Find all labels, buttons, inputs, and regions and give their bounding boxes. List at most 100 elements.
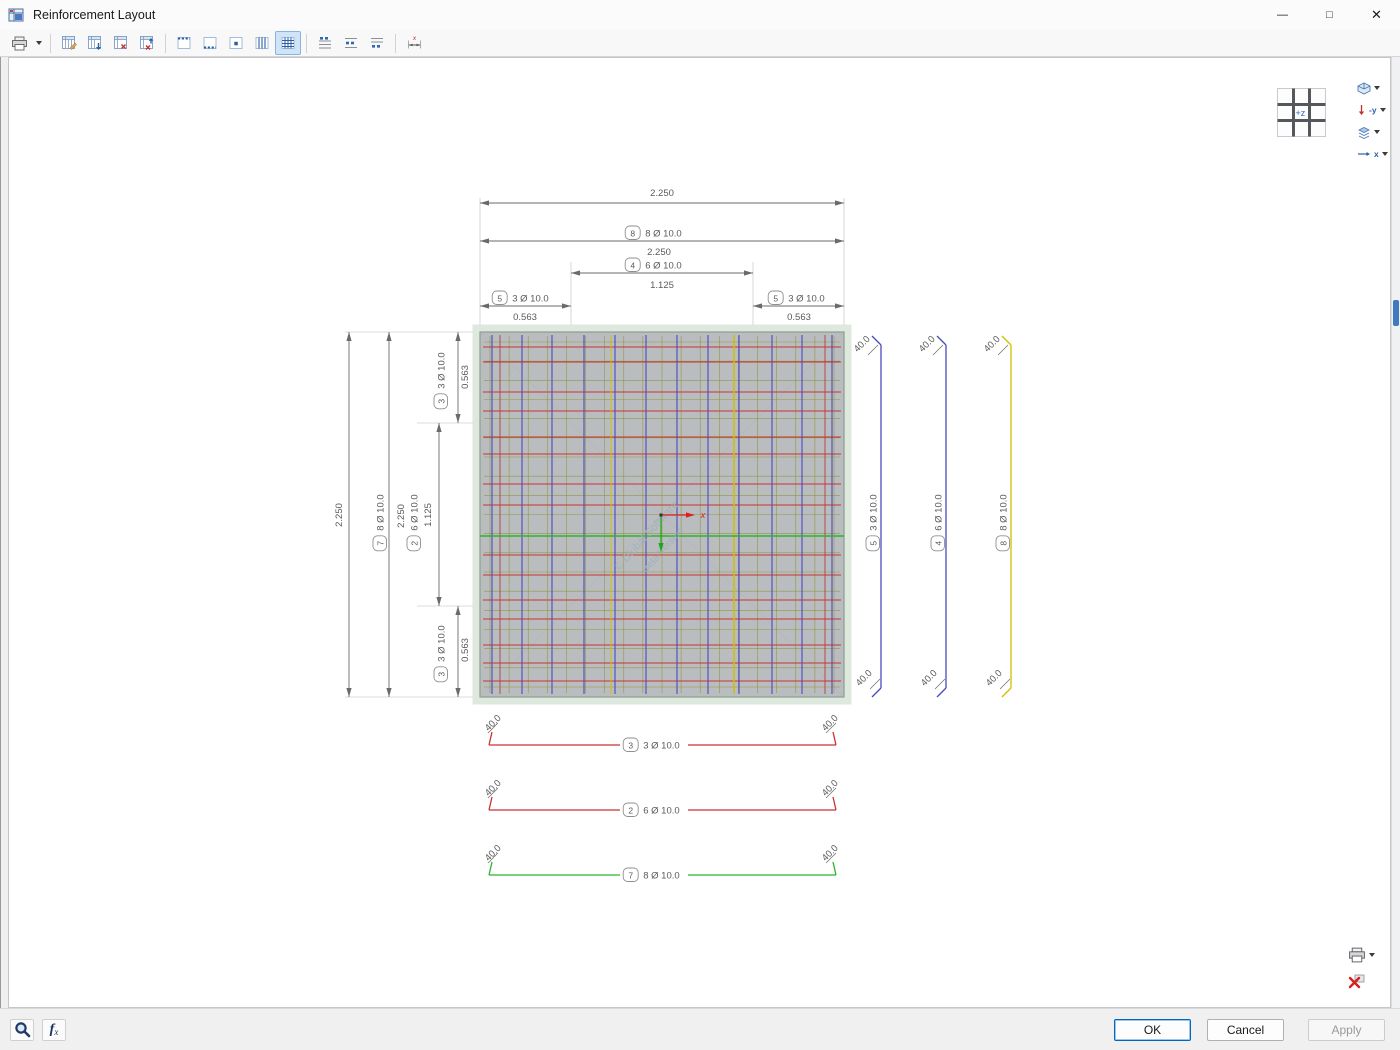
axes-display-button[interactable]: x (1355, 146, 1395, 162)
edit-reinforcement-button[interactable] (56, 31, 82, 55)
delete-dimension-button[interactable] (134, 31, 160, 55)
bar-group-label: 4 6 Ø 10.0 (930, 494, 945, 552)
printer-icon (11, 36, 27, 50)
svg-text:3: 3 (628, 740, 633, 750)
view-toolbar: -y x (1355, 80, 1395, 162)
svg-text:8 Ø 10.0: 8 Ø 10.0 (645, 228, 681, 239)
svg-text:40.0: 40.0 (820, 778, 841, 799)
svg-text:3 Ø 10.0: 3 Ø 10.0 (788, 293, 824, 304)
copy-reinforcement-button[interactable] (82, 31, 108, 55)
svg-text:2.250: 2.250 (650, 188, 674, 199)
svg-text:5: 5 (773, 293, 778, 303)
bar-group-label: 2 6 Ø 10.0 (406, 494, 421, 552)
bar-group-label: 7 8 Ø 10.0 (622, 867, 680, 882)
visibility-layers-button[interactable] (1355, 124, 1395, 140)
print-button[interactable] (6, 31, 32, 55)
toolbar-separator (165, 33, 166, 53)
svg-text:40.0: 40.0 (854, 668, 875, 689)
svg-text:x: x (411, 35, 416, 42)
svg-text:8 Ø 10.0: 8 Ø 10.0 (643, 870, 679, 881)
cancel-button[interactable]: Cancel (1207, 1018, 1284, 1041)
svg-text:8 Ø 10.0: 8 Ø 10.0 (375, 494, 386, 530)
svg-text:0.563: 0.563 (460, 365, 471, 389)
window-controls: — □ ✕ (1259, 0, 1400, 30)
svg-text:6 Ø 10.0: 6 Ø 10.0 (409, 494, 420, 530)
dropdown-caret-icon (1369, 953, 1375, 957)
svg-text:7: 7 (628, 870, 633, 880)
svg-text:3 Ø 10.0: 3 Ø 10.0 (436, 352, 447, 388)
view-cube[interactable]: +z (1277, 88, 1326, 137)
svg-text:6 Ø 10.0: 6 Ø 10.0 (933, 494, 944, 530)
minimize-button[interactable]: — (1259, 0, 1306, 30)
formula-f-glyph: f (49, 1021, 55, 1037)
view-cube-z-label: +z (1296, 108, 1306, 118)
insert-dimension-button[interactable] (108, 31, 134, 55)
bar-group-label: 5 3 Ø 10.0 (767, 290, 825, 305)
dimension-offset-button[interactable]: x (401, 31, 427, 55)
dropdown-caret-icon (35, 41, 42, 45)
svg-text:1.125: 1.125 (650, 280, 674, 291)
svg-text:3 Ø 10.0: 3 Ø 10.0 (868, 494, 879, 530)
ok-button[interactable]: OK (1114, 1018, 1191, 1041)
apply-button[interactable]: Apply (1308, 1018, 1385, 1041)
display-top-layer-button[interactable] (171, 31, 197, 55)
right-edge-strip (1391, 57, 1400, 1008)
svg-text:40.0: 40.0 (984, 668, 1005, 689)
svg-text:4: 4 (933, 541, 943, 546)
bar-group-label: 33 Ø 10.0 (433, 625, 448, 683)
maximize-button[interactable]: □ (1306, 0, 1353, 30)
top-layer-icon (177, 37, 191, 49)
svg-text:2: 2 (409, 541, 419, 546)
copy-table-icon (88, 36, 102, 50)
canvas-print-controls (1347, 946, 1376, 990)
dimension-offset-icon: x (407, 35, 421, 49)
collapsed-panel-tab[interactable] (1392, 300, 1399, 326)
view-direction-button[interactable]: -y (1355, 102, 1395, 118)
print-options-dropdown[interactable] (32, 31, 45, 55)
svg-text:8: 8 (998, 541, 1008, 546)
toolbar-separator (50, 33, 51, 53)
dim-style-staggered-button[interactable] (364, 31, 390, 55)
svg-text:3 Ø 10.0: 3 Ø 10.0 (512, 293, 548, 304)
print-graphic-button[interactable] (1347, 946, 1376, 964)
dim-style-aligned-button[interactable] (312, 31, 338, 55)
svg-text:40.0: 40.0 (852, 334, 873, 355)
dim-align-middle-icon (345, 38, 357, 48)
svg-text:2: 2 (628, 805, 633, 815)
svg-text:6 Ø 10.0: 6 Ø 10.0 (645, 260, 681, 271)
axes: x (658, 510, 706, 552)
magnifier-button[interactable] (10, 1018, 34, 1041)
svg-text:40.0: 40.0 (919, 668, 940, 689)
remove-print-layout-button[interactable] (1347, 972, 1366, 990)
display-bottom-layer-button[interactable] (197, 31, 223, 55)
svg-text:2.250: 2.250 (647, 247, 671, 258)
dropdown-caret-icon (1374, 86, 1380, 90)
svg-text:40.0: 40.0 (917, 334, 938, 355)
isometric-view-button[interactable] (1355, 80, 1395, 96)
display-single-position-button[interactable] (223, 31, 249, 55)
svg-text:5: 5 (497, 293, 502, 303)
printer-icon (1349, 947, 1365, 963)
svg-text:3 Ø 10.0: 3 Ø 10.0 (643, 740, 679, 751)
svg-text:40.0: 40.0 (483, 713, 504, 734)
bar-group-label: 88 Ø 10.0 (995, 494, 1010, 552)
display-grid-button[interactable] (275, 31, 301, 55)
edit-table-icon (62, 36, 77, 50)
dim-align-top-icon (319, 37, 331, 49)
isometric-cube-icon (1357, 81, 1371, 95)
dim-style-center-button[interactable] (338, 31, 364, 55)
grid-icon (281, 37, 295, 49)
x-axis-icon (1358, 152, 1370, 156)
svg-text:0.563: 0.563 (787, 312, 811, 323)
formula-x-glyph: x (54, 1027, 59, 1037)
window-title: Reinforcement Layout (33, 8, 156, 22)
display-vertical-bars-button[interactable] (249, 31, 275, 55)
close-button[interactable]: ✕ (1353, 0, 1400, 30)
svg-text:x: x (700, 510, 706, 520)
